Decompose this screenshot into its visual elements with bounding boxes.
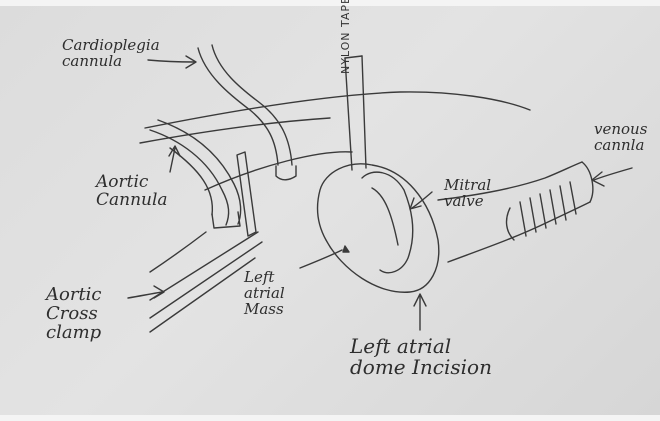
incision-outline: [318, 164, 439, 292]
aorta-mid-curve: [140, 118, 330, 143]
label-venous-cannula: venous cannla: [594, 122, 647, 154]
aortic-wall-curve: [170, 148, 212, 215]
venous-cannula-ridges: [520, 182, 576, 236]
arrow-aortic-cannula: [170, 148, 175, 172]
aorta-upper-curve: [145, 92, 530, 128]
arrow-mass: [300, 250, 342, 268]
atrial-mass-dot: [343, 246, 349, 252]
label-aortic-cross-clamp: Aortic Cross clamp: [46, 286, 102, 343]
mitral-valve-inner: [372, 188, 398, 245]
label-cardioplegia-cannula: Cardioplegia cannula: [62, 38, 160, 70]
cardioplegia-cannula-inner: [212, 45, 292, 165]
clamp-shaft-1: [150, 232, 258, 300]
clamp-shaft-4: [150, 232, 206, 272]
label-left-atrial-mass: Left atrial Mass: [244, 270, 285, 317]
mitral-valve-edge: [362, 172, 413, 273]
label-aortic-cannula: Aortic Cannula: [96, 174, 168, 210]
arrow-mitral: [412, 192, 432, 208]
venous-cannula-rim: [507, 208, 514, 240]
clamp-shaft-3: [150, 258, 255, 332]
label-nylon-tape: NYLON TAPE: [339, 0, 355, 80]
label-mitral-valve: Mitral valve: [444, 178, 491, 210]
venous-cannula-bottom: [448, 202, 590, 262]
nylon-tape-right: [362, 56, 366, 168]
venous-cannula-tip: [582, 162, 593, 202]
cardioplegia-tip: [276, 166, 296, 180]
label-dome-incision: Left atrial dome Incision: [350, 336, 492, 378]
